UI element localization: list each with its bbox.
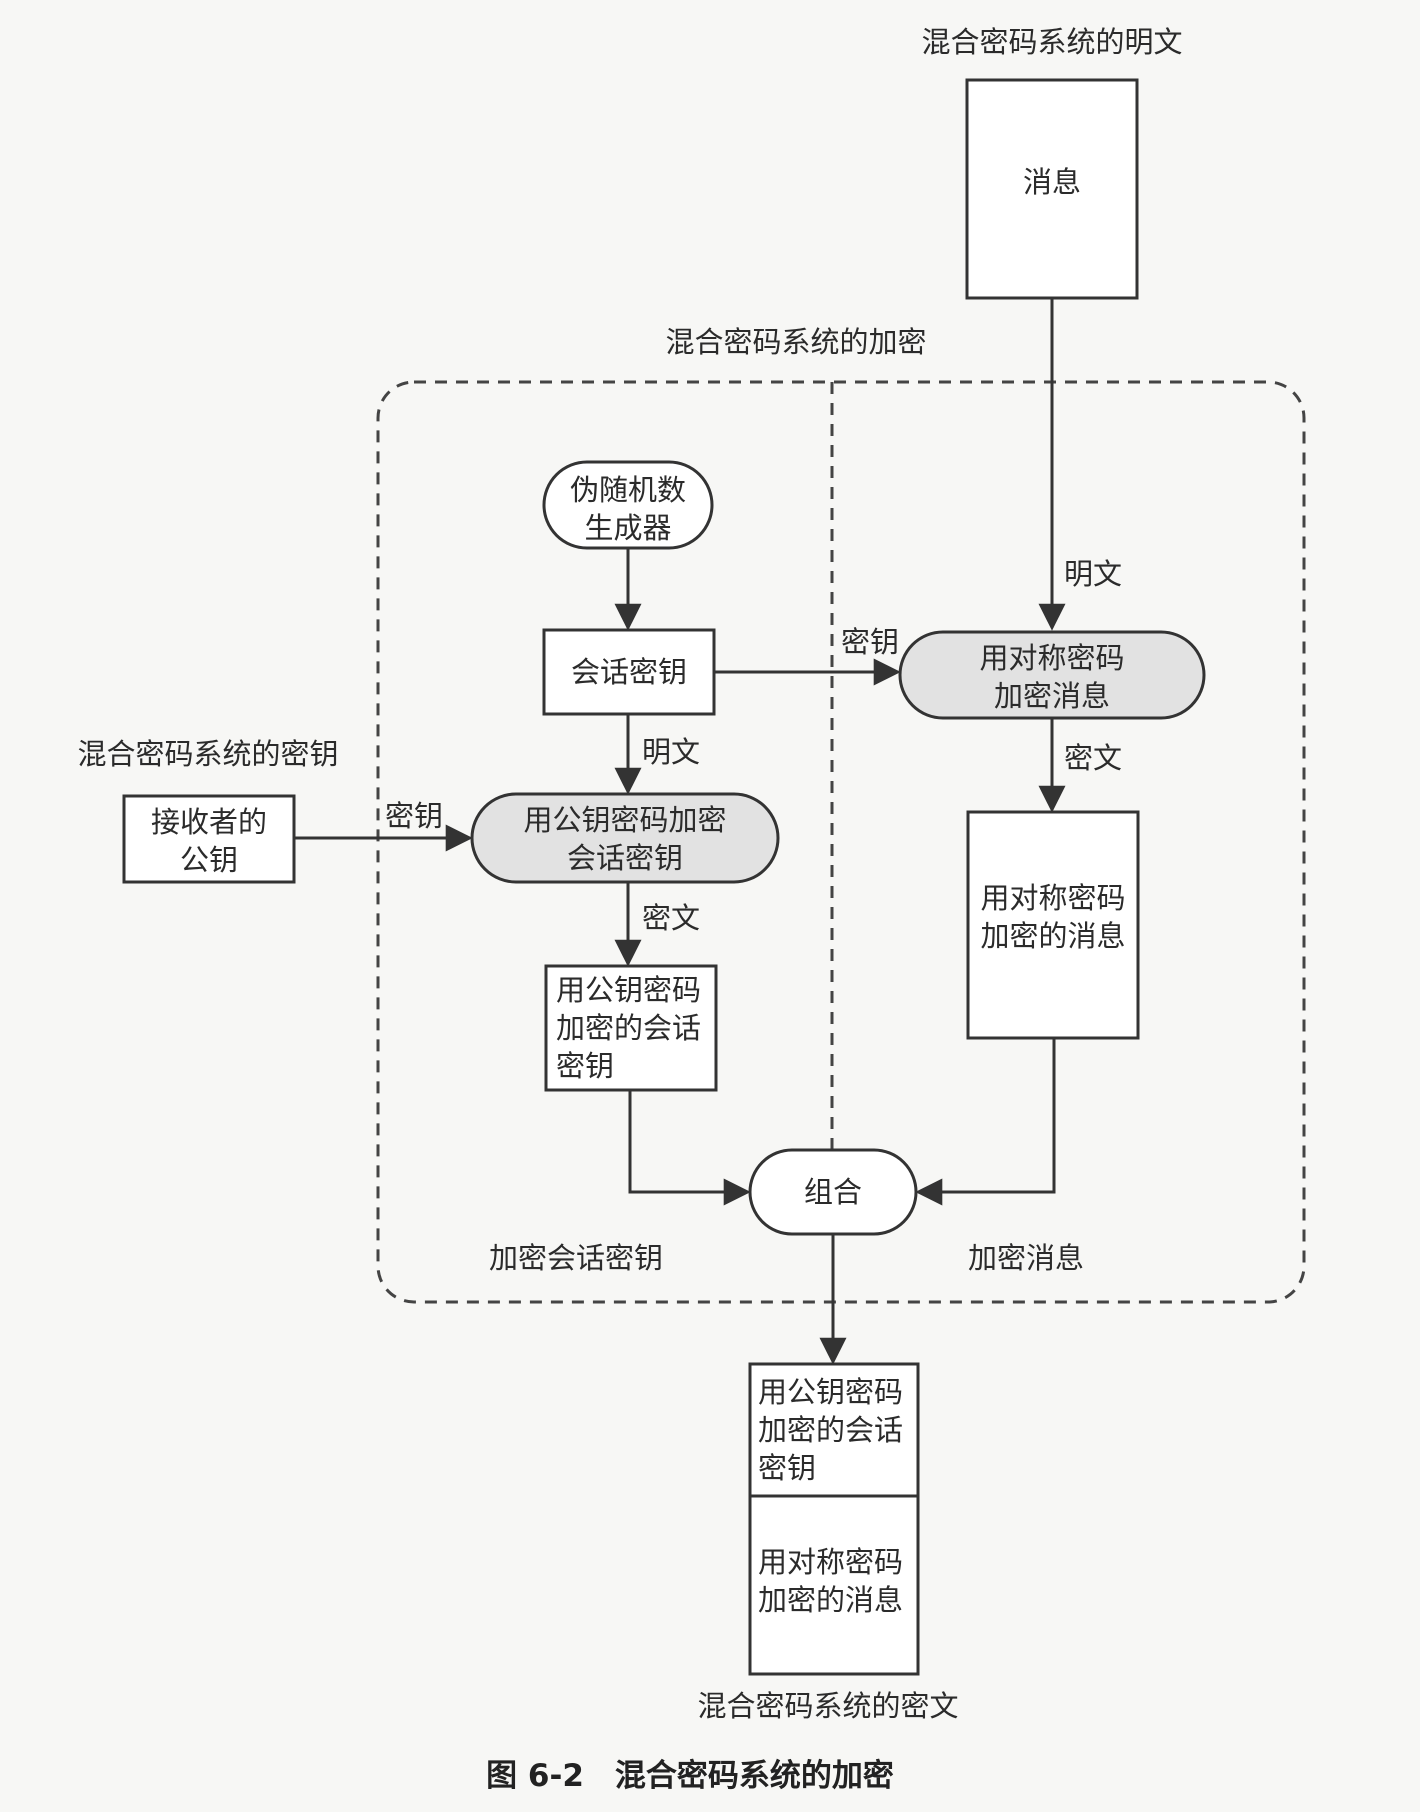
plaintext-title: 混合密码系统的明文 <box>921 25 1182 59</box>
pub-encrypt-process <box>470 792 780 884</box>
pub-encrypted-label-line3: 密钥 <box>556 1049 614 1083</box>
receiver-key-label-line1: 接收者的 <box>151 805 267 839</box>
edge-encrypted-message-to-combine <box>915 1038 1056 1206</box>
section-right-label: 加密消息 <box>968 1241 1084 1275</box>
edge-plaintext-left-label: 明文 <box>642 735 700 769</box>
sym-encrypted-label-line1: 用对称密码 <box>980 881 1125 915</box>
out-sym-label-line1: 用对称密码 <box>758 1545 903 1579</box>
receiver-public-key-box <box>122 794 296 884</box>
sym-encrypt-label-line1: 用对称密码 <box>979 641 1124 675</box>
output-sym-encrypted-message-box <box>748 1494 920 1676</box>
key-title: 混合密码系统的密钥 <box>77 737 338 771</box>
sym-encrypted-message-box <box>966 810 1140 1040</box>
session-key-label: 会话密钥 <box>571 655 687 689</box>
edge-encrypted-key-to-combine <box>628 1090 751 1206</box>
edge-key-left-label: 密钥 <box>385 799 443 833</box>
combine-label: 组合 <box>804 1175 862 1209</box>
encryption-boundary <box>376 380 1306 1304</box>
output-pub-encrypted-key-box <box>748 1362 920 1498</box>
ciphertext-title: 混合密码系统的密文 <box>697 1689 958 1723</box>
prng-label-line2: 生成器 <box>584 511 671 545</box>
pub-encrypt-label-line1: 用公钥密码加密 <box>523 803 726 837</box>
figure-caption: 图 6-2 混合密码系统的加密 <box>486 1758 894 1794</box>
out-pub-label-line2: 加密的会话 <box>758 1413 903 1447</box>
edge-plaintext-right-label: 明文 <box>1064 557 1122 591</box>
out-pub-label-line1: 用公钥密码 <box>758 1375 903 1409</box>
sym-encrypted-label-line2: 加密的消息 <box>980 919 1125 953</box>
session-key-box <box>542 628 716 716</box>
edge-key-right-label: 密钥 <box>841 625 899 659</box>
encryption-title: 混合密码系统的加密 <box>665 325 926 359</box>
edge-ciphertext-right-label: 密文 <box>1064 741 1122 775</box>
section-left-label: 加密会话密钥 <box>489 1241 663 1275</box>
pub-encrypted-label-line2: 加密的会话 <box>556 1011 701 1045</box>
out-pub-label-line3: 密钥 <box>758 1451 816 1485</box>
prng-label-line1: 伪随机数 <box>570 473 686 507</box>
out-sym-label-line2: 加密的消息 <box>758 1583 903 1617</box>
pub-encrypt-label-line2: 会话密钥 <box>567 841 683 875</box>
edge-ciphertext-left-label: 密文 <box>642 901 700 935</box>
sym-encrypt-label-line2: 加密消息 <box>994 679 1110 713</box>
pub-encrypted-label-line1: 用公钥密码 <box>556 973 701 1007</box>
receiver-key-label-line2: 公钥 <box>180 843 238 877</box>
message-label: 消息 <box>1023 165 1081 199</box>
